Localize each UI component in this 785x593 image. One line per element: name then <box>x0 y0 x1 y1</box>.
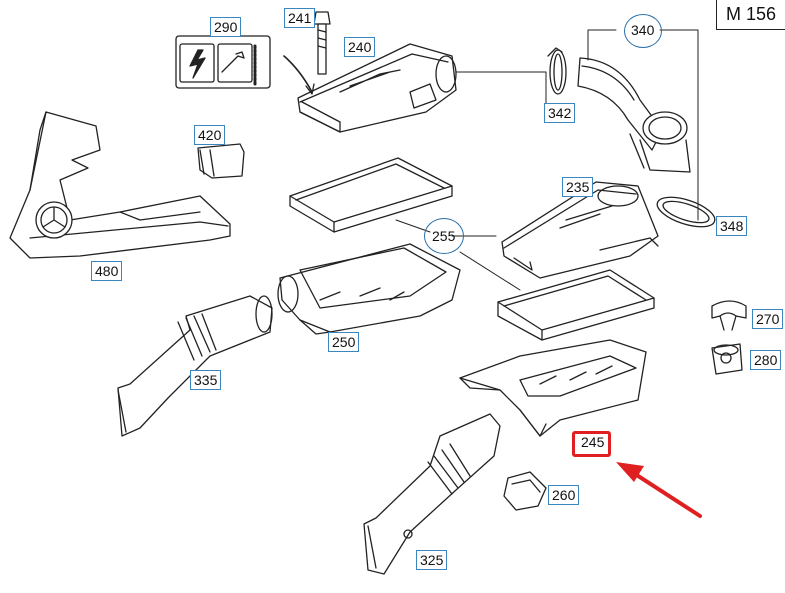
callout-420[interactable]: 420 <box>194 125 226 145</box>
callout-240[interactable]: 240 <box>344 37 376 57</box>
callout-ring-340 <box>624 14 662 48</box>
intake-duct-lower-part <box>363 413 501 575</box>
filter-housing-left-part <box>277 243 461 335</box>
callout-ring-255 <box>424 218 464 254</box>
callout-235[interactable]: 235 <box>562 177 594 197</box>
clamp-part <box>547 47 567 95</box>
filter-cover-left-part <box>283 43 457 133</box>
callout-335[interactable]: 335 <box>190 370 222 390</box>
filter-cover-right-part <box>501 181 659 279</box>
bracket-270-part <box>711 300 747 331</box>
callout-480[interactable]: 480 <box>91 261 123 281</box>
filter-element-left-part <box>289 157 453 233</box>
filter-housing-right-part <box>459 339 647 437</box>
clip-260-part <box>503 471 547 511</box>
intake-tube-upper-part <box>577 57 691 173</box>
callout-241[interactable]: 241 <box>284 8 316 28</box>
callout-270[interactable]: 270 <box>752 309 784 329</box>
pointer-arrow-icon <box>616 462 702 518</box>
callout-255[interactable]: 255 <box>432 228 456 244</box>
callout-260[interactable]: 260 <box>548 485 580 505</box>
callout-348[interactable]: 348 <box>716 216 748 236</box>
grommet-280-part <box>711 343 743 375</box>
clip-part <box>197 143 245 179</box>
callout-325[interactable]: 325 <box>416 550 448 570</box>
engine-cover-part <box>9 111 231 259</box>
callout-245[interactable]: 245 <box>581 434 605 450</box>
highlight-box-245 <box>572 431 611 457</box>
callout-280[interactable]: 280 <box>750 350 782 370</box>
callout-290[interactable]: 290 <box>210 17 242 37</box>
filter-element-right-part <box>497 269 655 341</box>
seal-ring-part <box>656 196 716 228</box>
model-label: M 156 <box>716 0 785 30</box>
warning-label-part <box>175 35 271 89</box>
callout-342[interactable]: 342 <box>544 103 576 123</box>
callout-250[interactable]: 250 <box>328 332 360 352</box>
bolt-part <box>313 11 331 75</box>
intake-duct-left-part <box>117 295 273 437</box>
callout-340[interactable]: 340 <box>631 22 655 38</box>
